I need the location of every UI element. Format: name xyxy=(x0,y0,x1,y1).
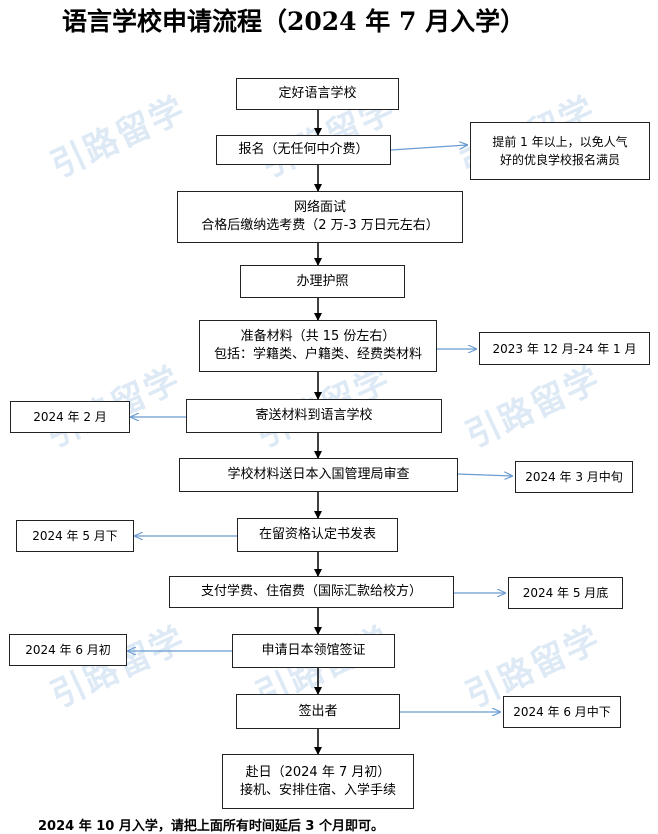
step-label: 支付学费、住宿费（国际汇款给校方） xyxy=(200,584,422,599)
step-visa-issued: 签出者 xyxy=(236,694,400,729)
step-pay-tuition: 支付学费、住宿费（国际汇款给校方） xyxy=(169,576,454,608)
step-label: 网络面试 xyxy=(293,200,346,215)
step-apply: 报名（无任何中介费） xyxy=(216,135,391,165)
note-label: 2023 年 12 月-24 年 1 月 xyxy=(492,341,637,356)
step-send-documents: 寄送材料到语言学校 xyxy=(186,399,442,433)
step-label: 在留资格认定书发表 xyxy=(258,527,376,542)
page-title: 语言学校申请流程（2024 年 7 月入学） xyxy=(62,7,526,36)
note-label: 2024 年 2 月 xyxy=(33,410,107,424)
step-visa-application: 申请日本领馆签证 xyxy=(232,634,395,668)
step-label: 合格后缴纳选考费（2 万-3 万日元左右） xyxy=(201,218,439,233)
note-label: 2024 年 3 月中旬 xyxy=(525,470,623,484)
step-passport: 办理护照 xyxy=(240,265,405,298)
note-label: 2024 年 6 月中下 xyxy=(513,705,611,719)
step-label: 赴日（2024 年 7 月初） xyxy=(245,764,391,780)
note-early-june: 2024 年 6 月初 xyxy=(9,634,127,666)
footer-note: 2024 年 10 月入学，请把上面所有时间延后 3 个月即可。 xyxy=(38,819,384,834)
step-label: 报名（无任何中介费） xyxy=(238,142,369,157)
step-label: 申请日本领馆签证 xyxy=(261,643,366,658)
side-arrow xyxy=(457,474,512,476)
note-mid-late-june: 2024 年 6 月中下 xyxy=(503,696,621,728)
note-label: 2024 年 5 月底 xyxy=(522,586,609,600)
note-end-may: 2024 年 5 月底 xyxy=(508,577,623,609)
note-label: 2024 年 5 月下 xyxy=(32,529,118,543)
step-label: 办理护照 xyxy=(296,273,349,289)
step-prepare-documents: 准备材料（共 15 份左右） 包括：学籍类、户籍类、经费类材料 xyxy=(199,320,437,372)
step-coe-issued: 在留资格认定书发表 xyxy=(237,518,398,552)
step-label: 包括：学籍类、户籍类、经费类材料 xyxy=(213,347,422,362)
step-label: 签出者 xyxy=(298,703,338,719)
step-label: 定好语言学校 xyxy=(278,86,357,101)
note-label: 提前 1 年以上，以免人气 xyxy=(492,135,628,149)
step-label: 寄送材料到语言学校 xyxy=(255,408,373,423)
step-go-to-japan: 赴日（2024 年 7 月初） 接机、安排住宿、入学手续 xyxy=(222,754,414,809)
step-online-interview: 网络面试 合格后缴纳选考费（2 万-3 万日元左右） xyxy=(177,191,463,243)
step-label: 接机、安排住宿、入学手续 xyxy=(239,782,396,798)
note-label: 2024 年 6 月初 xyxy=(25,643,111,657)
side-arrows xyxy=(128,145,512,712)
step-label: 学校材料送日本入国管理局审查 xyxy=(227,467,410,482)
note-label: 好的优良学校报名满员 xyxy=(499,153,620,167)
note-late-may: 2024 年 5 月下 xyxy=(16,520,134,552)
side-arrow xyxy=(390,145,467,151)
step-label: 准备材料（共 15 份左右） xyxy=(240,329,396,344)
step-choose-school: 定好语言学校 xyxy=(236,78,399,110)
step-immigration-review: 学校材料送日本入国管理局审查 xyxy=(179,458,458,492)
note-feb: 2024 年 2 月 xyxy=(10,401,130,433)
note-dec-jan: 2023 年 12 月-24 年 1 月 xyxy=(479,332,650,365)
note-apply-early: 提前 1 年以上，以免人气 好的优良学校报名满员 xyxy=(470,122,650,180)
note-mid-march: 2024 年 3 月中旬 xyxy=(515,461,633,493)
